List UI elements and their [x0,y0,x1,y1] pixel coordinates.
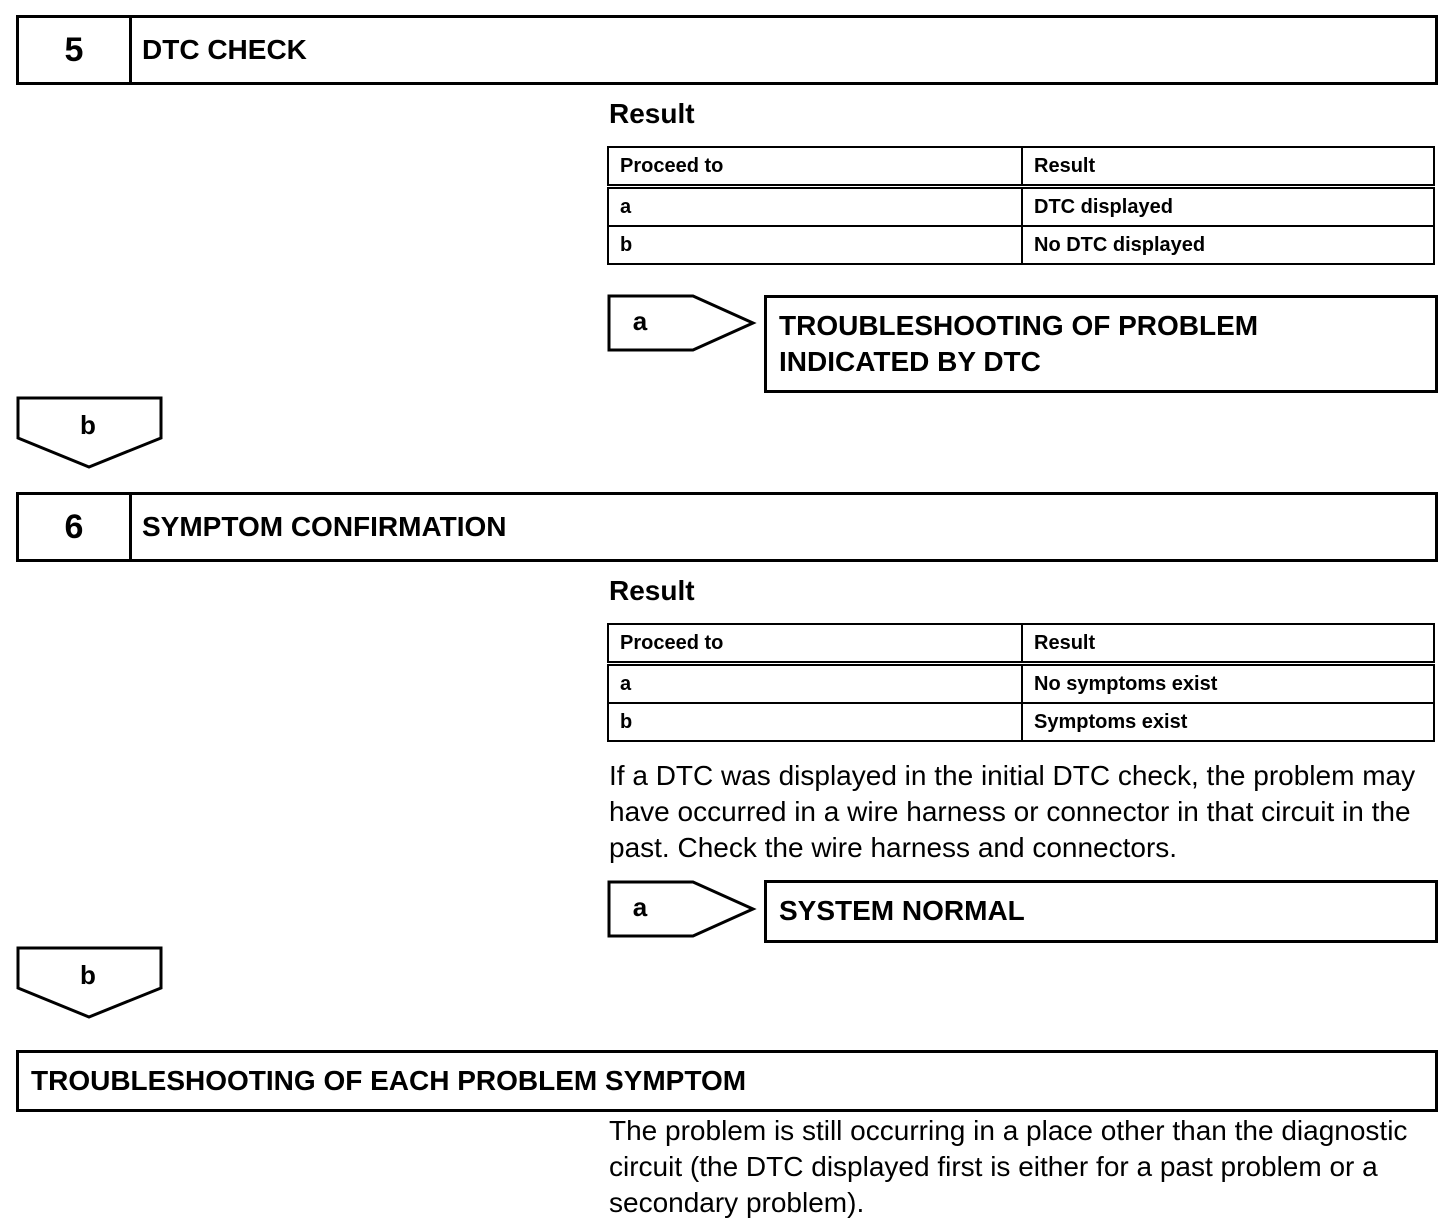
right-arrow-icon [607,880,757,938]
result-heading: Result [609,575,695,606]
table-cell: a [607,662,1023,704]
destination-box: SYSTEM NORMAL [764,880,1438,943]
step-5-header: 5 DTC CHECK [16,15,1438,85]
table-header-row: Proceed to Result [607,623,1435,666]
column-header: Result [1021,623,1435,666]
table-cell: DTC displayed [1021,185,1435,227]
step-6-header: 6 SYMPTOM CONFIRMATION [16,492,1438,562]
result-table: Proceed to Result a No symptoms exist b … [607,623,1435,742]
final-note: The problem is still occurring in a plac… [609,1115,1408,1218]
table-cell: No DTC displayed [1021,225,1435,265]
branch-b-label: b [80,410,96,440]
result-table: Proceed to Result a DTC displayed b No D… [607,146,1435,265]
table-cell: No symptoms exist [1021,662,1435,704]
down-arrow-icon [16,396,163,469]
step-title: SYMPTOM CONFIRMATION [142,511,507,542]
final-step-title: TROUBLESHOOTING OF EACH PROBLEM SYMPTOM [31,1065,747,1096]
destination-box: TROUBLESHOOTING OF PROBLEM INDICATED BY … [764,295,1438,393]
final-step-box: TROUBLESHOOTING OF EACH PROBLEM SYMPTOM [16,1050,1438,1112]
column-header: Proceed to [607,146,1023,189]
right-arrow-icon [607,294,757,352]
table-cell: b [607,702,1023,742]
table-header-row: Proceed to Result [607,146,1435,189]
table-cell: a [607,185,1023,227]
table-row: b No DTC displayed [607,225,1435,265]
step-title: DTC CHECK [142,34,307,65]
branch-a-label: a [632,892,648,922]
branch-a-label: a [632,306,648,336]
table-cell: b [607,225,1023,265]
column-header: Proceed to [607,623,1023,666]
table-row: a No symptoms exist [607,662,1435,704]
table-cell: Symptoms exist [1021,702,1435,742]
result-heading: Result [609,98,695,129]
step-number: 6 [19,495,132,559]
step-number: 5 [19,18,132,82]
table-row: a DTC displayed [607,185,1435,227]
table-row: b Symptoms exist [607,702,1435,742]
down-arrow-icon [16,946,163,1019]
branch-b-label: b [80,960,96,990]
column-header: Result [1021,146,1435,189]
step-6-note: If a DTC was displayed in the initial DT… [609,760,1416,863]
